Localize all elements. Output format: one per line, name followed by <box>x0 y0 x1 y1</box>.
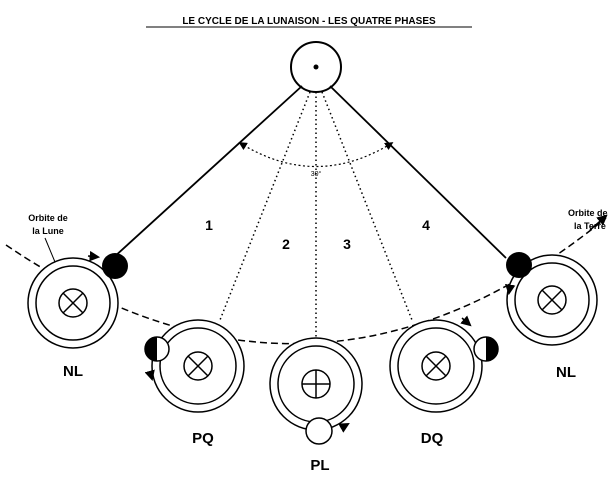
sunline-dq <box>321 91 413 321</box>
sector-3-label: 3 <box>343 236 351 252</box>
label-dq: DQ <box>421 430 444 447</box>
phase-nl-right <box>504 252 598 346</box>
label-orbit-moon-line2: la Lune <box>32 226 64 236</box>
phase-pl <box>269 337 363 445</box>
sunline-nl-left <box>112 85 303 259</box>
phase-dq <box>389 315 499 413</box>
sector-4-label: 4 <box>422 217 430 233</box>
sector-2-label: 2 <box>282 236 290 252</box>
angle-label: 30° <box>311 170 322 178</box>
sunline-pq <box>219 91 311 321</box>
label-orbit-earth-line1: Orbite de <box>568 208 608 218</box>
phase-nl-left <box>27 250 128 349</box>
diagram-title: LE CYCLE DE LA LUNAISON - LES QUATRE PHA… <box>182 16 436 27</box>
sector-1-label: 1 <box>205 217 213 233</box>
label-orbit-earth-line2: la Terre <box>574 221 606 231</box>
sun <box>290 41 342 93</box>
earth-orbit-arrow <box>589 214 608 231</box>
orbit-moon-leader <box>44 237 56 263</box>
label-orbit-moon-line1: Orbite de <box>28 213 68 223</box>
label-pl: PL <box>310 457 329 474</box>
label-pq: PQ <box>192 430 214 447</box>
phase-pq <box>144 319 245 413</box>
sunline-nl-right <box>329 85 507 259</box>
label-nl-left: NL <box>63 363 83 380</box>
label-nl-right: NL <box>556 364 576 381</box>
angle-arc <box>238 142 394 168</box>
